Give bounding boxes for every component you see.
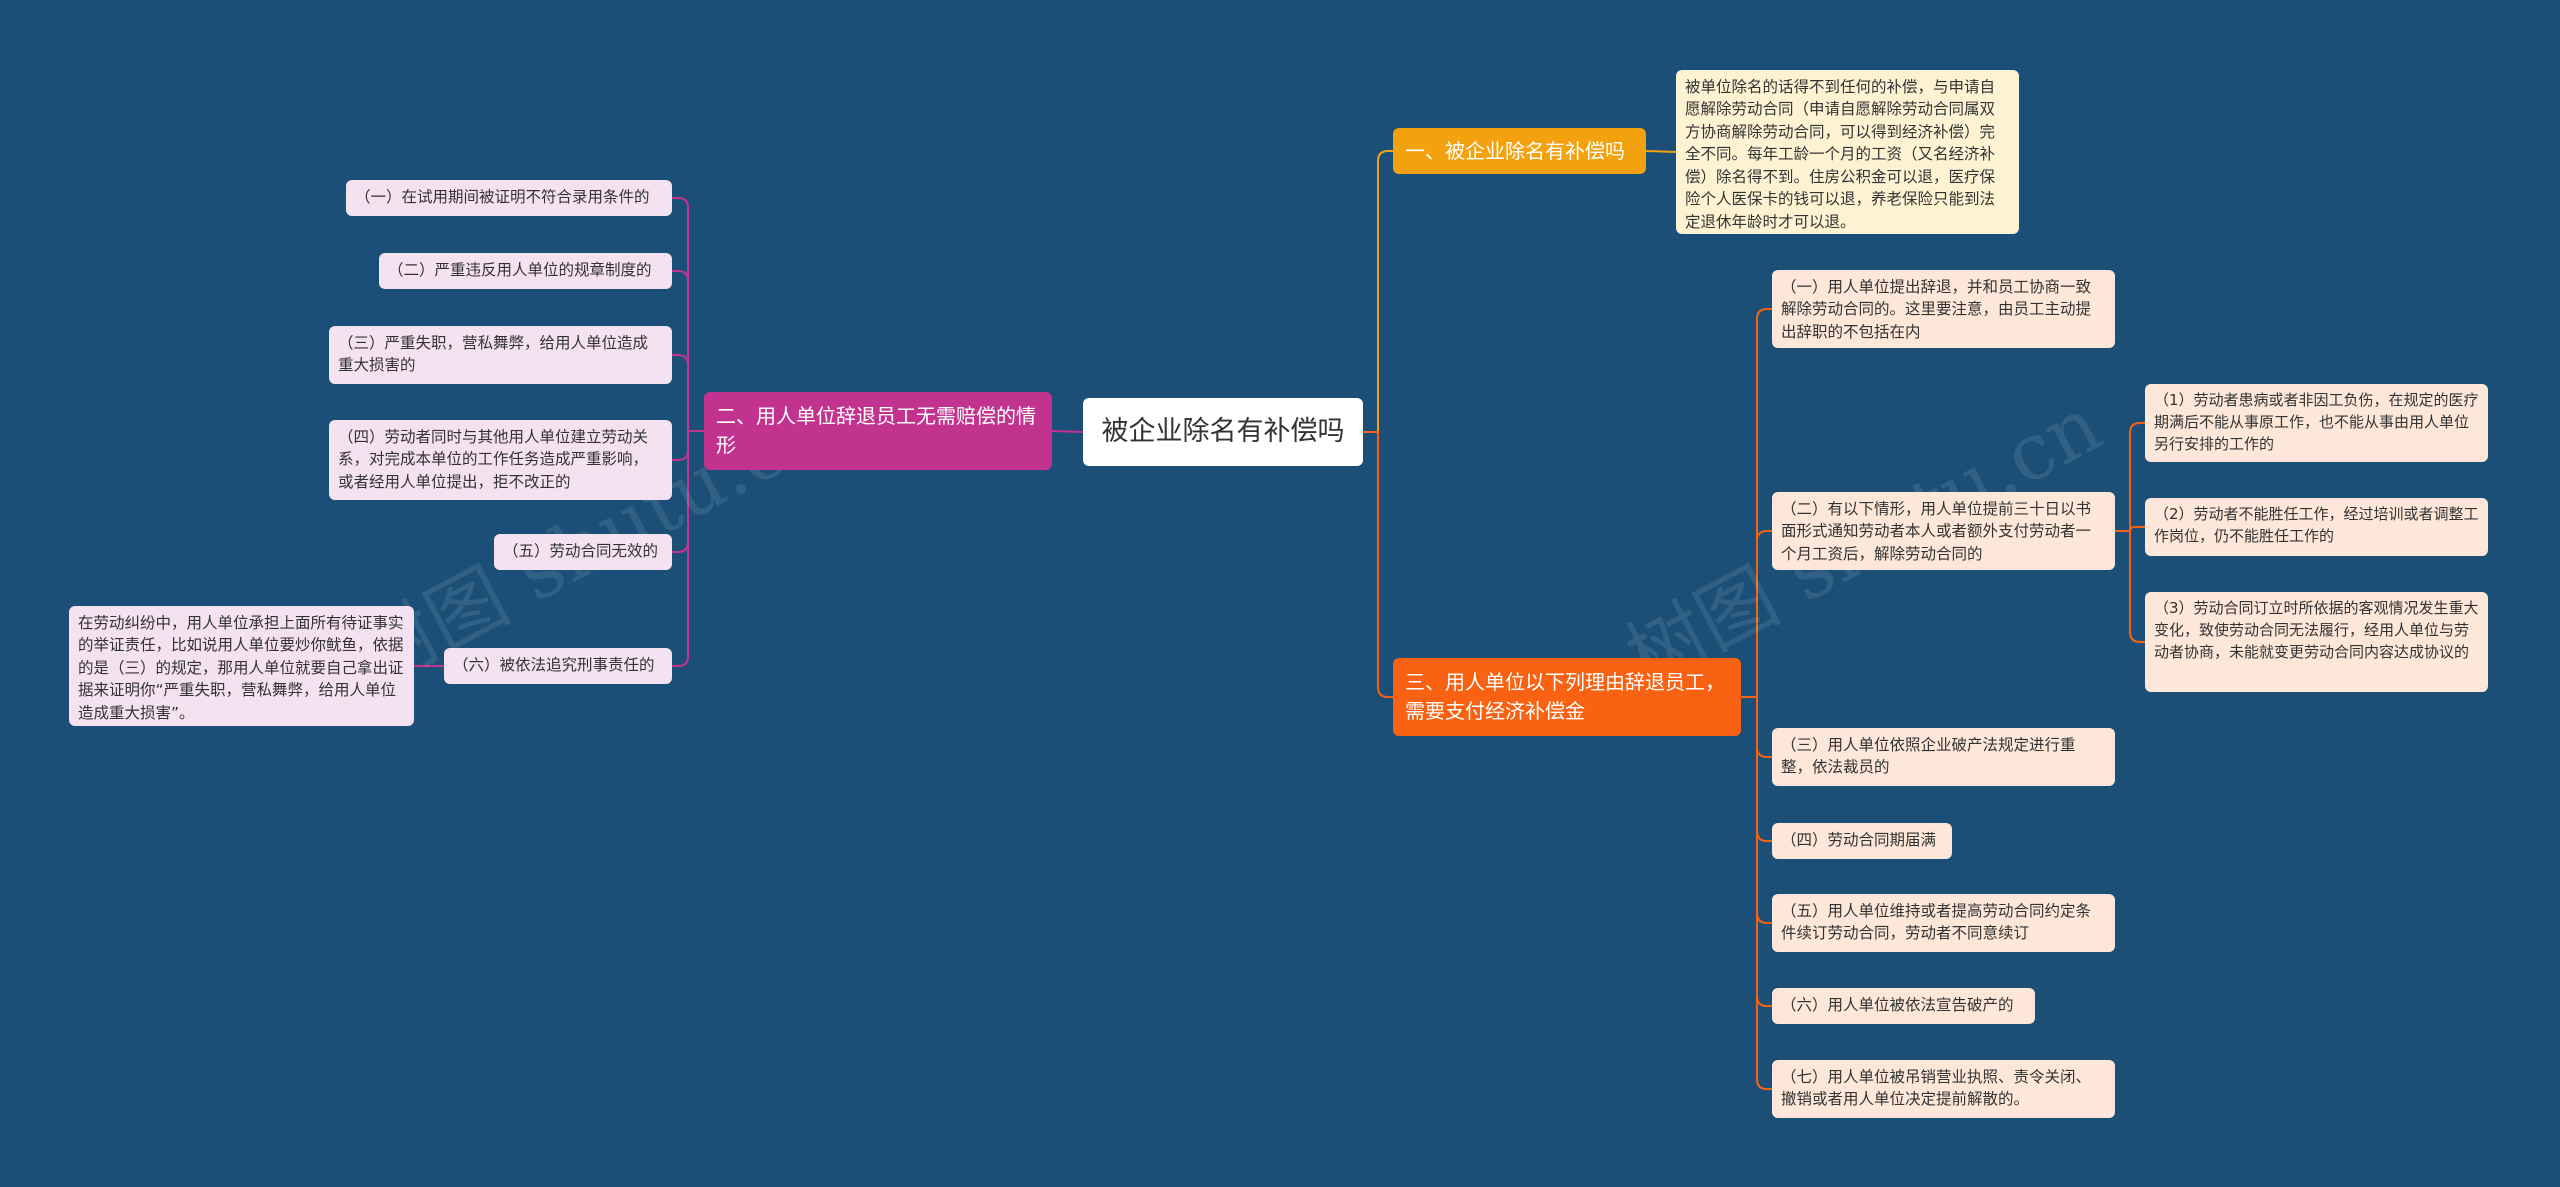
branch-3-item-7[interactable]: （七）用人单位被吊销营业执照、责令关闭、撤销或者用人单位决定提前解散的。 (1772, 1060, 2115, 1118)
link-b3-0 (1741, 308, 1772, 698)
branch-1-note[interactable]: 被单位除名的话得不到任何的补偿，与申请自愿解除劳动合同（申请自愿解除劳动合同属双… (1676, 70, 2019, 234)
root-topic[interactable]: 被企业除名有补偿吗 (1083, 398, 1363, 466)
link-b1-0 (1645, 150, 1677, 153)
branch-2-no-compensation-cases[interactable]: 二、用人单位辞退员工无需赔偿的情形 (704, 392, 1052, 470)
branch-2-item-2[interactable]: （二）严重违反用人单位的规章制度的 (379, 253, 672, 289)
link-b3-6 (1741, 696, 1772, 1090)
link-root-b2-0 (1051, 430, 1084, 433)
link-b2-0 (672, 197, 704, 432)
branch-3-compensation-required-cases[interactable]: 三、用人单位以下列理由辞退员工，需要支付经济补偿金 (1393, 658, 1741, 736)
branch-2-item-3[interactable]: （三）严重失职，营私舞弊，给用人单位造成重大损害的 (329, 326, 672, 384)
link-root-b1-0 (1363, 150, 1393, 433)
branch-3-item-3[interactable]: （三）用人单位依照企业破产法规定进行重整，依法裁员的 (1772, 728, 2115, 786)
branch-2-item-6-note[interactable]: 在劳动纠纷中，用人单位承担上面所有待证事实的举证责任，比如说用人单位要炒你鱿鱼，… (69, 606, 414, 726)
link-root-b3-0 (1363, 431, 1393, 698)
link-b3-1 (1741, 530, 1772, 698)
branch-2-item-6[interactable]: （六）被依法追究刑事责任的 (444, 648, 672, 684)
branch-3-item-6[interactable]: （六）用人单位被依法宣告破产的 (1772, 988, 2035, 1024)
link-b2-2 (672, 354, 704, 432)
link-b2-1 (672, 270, 704, 432)
branch-3-sub-item-2[interactable]: （2）劳动者不能胜任工作，经过培训或者调整工作岗位，仍不能胜任工作的 (2145, 498, 2488, 556)
branch-3-item-5[interactable]: （五）用人单位维持或者提高劳动合同约定条件续订劳动合同，劳动者不同意续订 (1772, 894, 2115, 952)
branch-2-item-4[interactable]: （四）劳动者同时与其他用人单位建立劳动关系，对完成本单位的工作任务造成严重影响，… (329, 420, 672, 500)
branch-3-item-1[interactable]: （一）用人单位提出辞退，并和员工协商一致解除劳动合同的。这里要注意，由员工主动提… (1772, 270, 2115, 348)
branch-3-sub-item-1[interactable]: （1）劳动者患病或者非因工负伤，在规定的医疗期满后不能从事原工作，也不能从事由用… (2145, 384, 2488, 462)
link-b3-2-2 (2115, 530, 2145, 643)
link-b2-5 (672, 430, 704, 667)
link-b3-2-0 (2115, 422, 2145, 532)
branch-3-sub-item-3[interactable]: （3）劳动合同订立时所依据的客观情况发生重大变化，致使劳动合同无法履行，经用人单… (2145, 592, 2488, 692)
branch-2-item-1[interactable]: （一）在试用期间被证明不符合录用条件的 (346, 180, 672, 216)
branch-2-item-5[interactable]: （五）劳动合同无效的 (494, 534, 672, 570)
branch-3-item-2[interactable]: （二）有以下情形，用人单位提前三十日以书面形式通知劳动者本人或者额外支付劳动者一… (1772, 492, 2115, 570)
branch-3-item-4[interactable]: （四）劳动合同期届满 (1772, 823, 1952, 859)
branch-1-compensation-on-removal[interactable]: 一、被企业除名有补偿吗 (1393, 128, 1646, 174)
